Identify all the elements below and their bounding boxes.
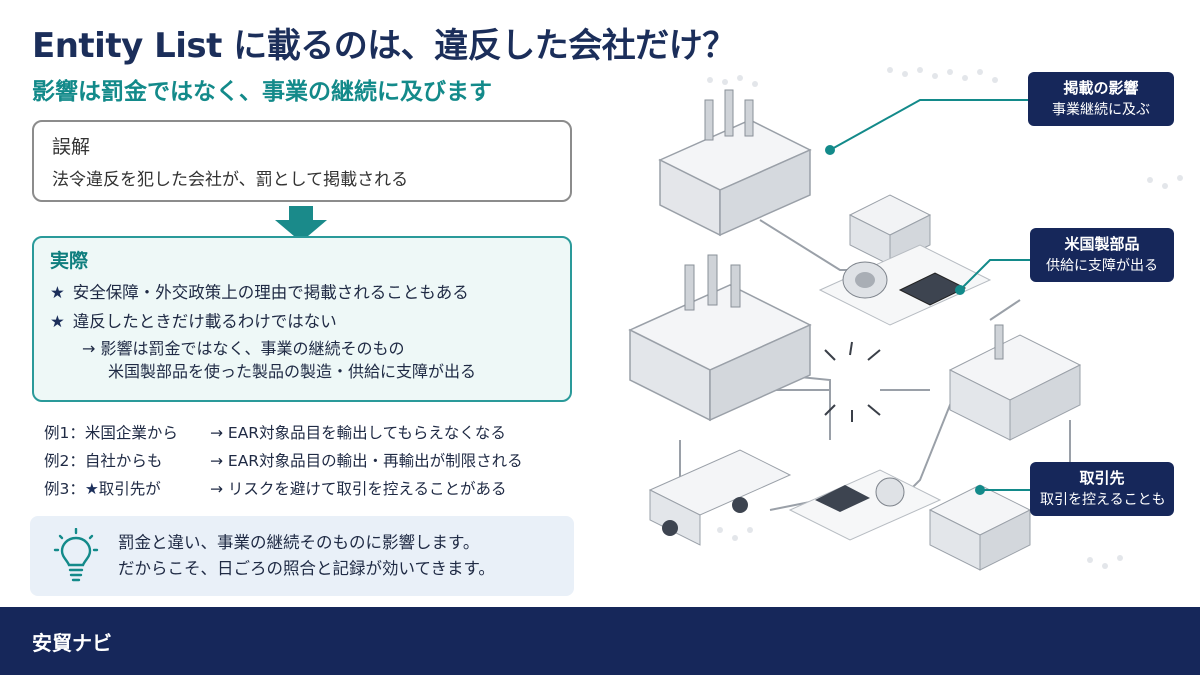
- example-label: 例2：自社からも: [44, 452, 163, 470]
- fact-point: ★ 違反したときだけ載るわけではない: [50, 308, 554, 332]
- fact-heading: 実際: [50, 250, 89, 272]
- truck-icon: [648, 449, 792, 546]
- examples-list: 例1：米国企業から → EAR対象品目を輸出してもらえなくなる 例2：自社からも…: [44, 418, 584, 502]
- example-label-prefix: 例3：: [44, 480, 85, 498]
- callout-lines: [825, 99, 1030, 495]
- broken-link-icon: [824, 341, 881, 422]
- example-result: → リスクを避けて取引を控えることがある: [210, 480, 507, 498]
- factory-main-icon: [628, 254, 812, 422]
- callout-sub: 事業継続に及ぶ: [1052, 101, 1150, 118]
- footer-bar: 安貿ナビ: [0, 607, 1200, 675]
- supply-chain-illustration: [628, 67, 1183, 571]
- example-label: 例3：★取引先が: [44, 477, 210, 499]
- down-arrow-icon: [275, 206, 327, 242]
- fact-point-text: 安全保障・外交政策上の理由で掲載されることもある: [72, 283, 469, 302]
- boxes-icon: [848, 194, 932, 266]
- footer-brand: 安貿ナビ: [32, 630, 112, 655]
- example-row: 例3：★取引先が → リスクを避けて取引を控えることがある: [44, 474, 584, 502]
- page-subtitle: 影響は罰金ではなく、事業の継続に及びます: [32, 79, 492, 105]
- factory-top-icon: [658, 89, 812, 237]
- fact-sub-line: → 影響は罰金ではなく、事業の継続そのもの: [82, 339, 405, 358]
- callout-partners: 取引先 取引を控えることも: [1030, 462, 1174, 517]
- star-icon: ★: [50, 312, 65, 331]
- note-box: 罰金と違い、事業の継続そのものに影響します。 だからこそ、日ごろの照合と記録が効…: [30, 516, 574, 596]
- myth-box: 誤解 法令違反を犯した会社が、罰として掲載される: [32, 120, 572, 202]
- note-text: 罰金と違い、事業の継続そのものに影響します。 だからこそ、日ごろの照合と記録が効…: [118, 530, 495, 581]
- note-line: だからこそ、日ごろの照合と記録が効いてきます。: [118, 559, 495, 578]
- myth-text: 法令違反を犯した会社が、罰として掲載される: [52, 170, 409, 190]
- fact-box: 実際 ★ 安全保障・外交政策上の理由で掲載されることもある ★ 違反したときだけ載る…: [32, 236, 572, 402]
- callout-title: 米国製部品: [1064, 235, 1140, 253]
- star-icon: ★: [84, 480, 99, 498]
- example-label-suffix: 取引先が: [98, 480, 161, 498]
- callout-title: 取引先: [1079, 469, 1125, 487]
- fact-point: ★ 安全保障・外交政策上の理由で掲載されることもある: [50, 279, 554, 303]
- example-row: 例1：米国企業から → EAR対象品目を輸出してもらえなくなる: [44, 418, 584, 446]
- example-label: 例1：米国企業から: [44, 424, 178, 442]
- callout-sub: 取引を控えることも: [1040, 491, 1166, 508]
- office-building-icon: [928, 484, 1032, 571]
- callout-sub: 供給に支障が出る: [1046, 257, 1158, 274]
- fact-point-text: 違反したときだけ載るわけではない: [72, 312, 337, 331]
- page-title: Entity List に載るのは、違反した会社だけ？: [32, 26, 736, 66]
- motor-chip-platform: [818, 244, 992, 326]
- callout-parts: 米国製部品 供給に支障が出る: [1030, 228, 1174, 283]
- callout-impact: 掲載の影響 事業継続に及ぶ: [1028, 72, 1174, 127]
- example-row: 例2：自社からも → EAR対象品目の輸出・再輸出が制限される: [44, 446, 584, 474]
- fact-sub-line: 米国製部品を使った製品の製造・供給に支障が出る: [108, 362, 477, 382]
- example-result: → EAR対象品目を輸出してもらえなくなる: [210, 424, 506, 442]
- example-result: → EAR対象品目の輸出・再輸出が制限される: [210, 452, 523, 470]
- factory-small-icon: [948, 324, 1082, 441]
- chip-platform: [788, 469, 942, 541]
- lightbulb-icon: [53, 528, 99, 582]
- note-line: 罰金と違い、事業の継続そのものに影響します。: [118, 533, 480, 553]
- callout-title: 掲載の影響: [1063, 79, 1139, 97]
- myth-heading: 誤解: [52, 136, 91, 158]
- star-icon: ★: [50, 283, 65, 302]
